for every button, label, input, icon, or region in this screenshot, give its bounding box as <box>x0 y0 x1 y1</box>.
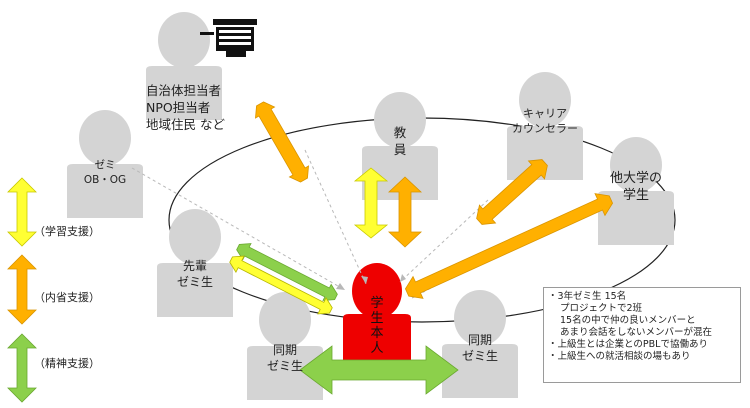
dashed-links <box>131 149 591 299</box>
building-icon <box>200 19 257 57</box>
arrow-senpai-emotional <box>236 243 338 301</box>
label-student: 学 生 本 人 <box>370 296 384 356</box>
legend-label-emotional: （精神支援） <box>34 357 100 370</box>
label-doki-right: 同期 ゼミ生 <box>461 333 498 363</box>
legend-arrow-reflection <box>7 254 37 325</box>
note-line: ・上級生への就活相談の場もあり <box>548 351 691 362</box>
legend-label-learning: （学習支援） <box>34 225 100 238</box>
arrow-career-reflection <box>476 159 548 225</box>
arrow-other-univ-reflection <box>404 193 614 299</box>
legend-arrow-emotional <box>7 333 37 403</box>
note-line: ・上級生とは企業とのPBLで協働あり <box>548 339 708 350</box>
label-doki-left: 同期 ゼミ生 <box>266 343 303 373</box>
arrow-senpai-learning <box>229 255 333 315</box>
label-senpai: 先輩 ゼミ生 <box>176 259 213 289</box>
label-other-univ: 他大学の 学生 <box>609 171 662 203</box>
label-career: キャリア カウンセラー <box>512 107 578 135</box>
label-municipality: 自治体担当者 NPO担当者 地域住民 など <box>146 83 225 132</box>
note-line: あまり会話をしないメンバーが混在 <box>560 327 713 338</box>
label-teacher: 教 員 <box>393 125 407 157</box>
note-line: 15名の中で仲の良いメンバーと <box>560 315 696 326</box>
arrow-municipality-reflection <box>255 101 309 183</box>
arrow-teacher-reflection <box>387 176 423 248</box>
legend-label-reflection: （内省支援） <box>34 291 100 304</box>
notes-box: ・3年ゼミ生 15名 プロジェクトで2班 15名の中で仲の良いメンバーと あまり… <box>543 287 741 383</box>
note-line: プロジェクトで2班 <box>560 303 643 314</box>
arrow-doki-emotional <box>299 345 459 395</box>
arrow-teacher-learning <box>353 167 389 239</box>
legend-arrow-learning <box>7 177 37 247</box>
label-zemi-ob: ゼミ OB・OG <box>83 159 127 186</box>
note-line: ・3年ゼミ生 15名 <box>548 291 627 302</box>
